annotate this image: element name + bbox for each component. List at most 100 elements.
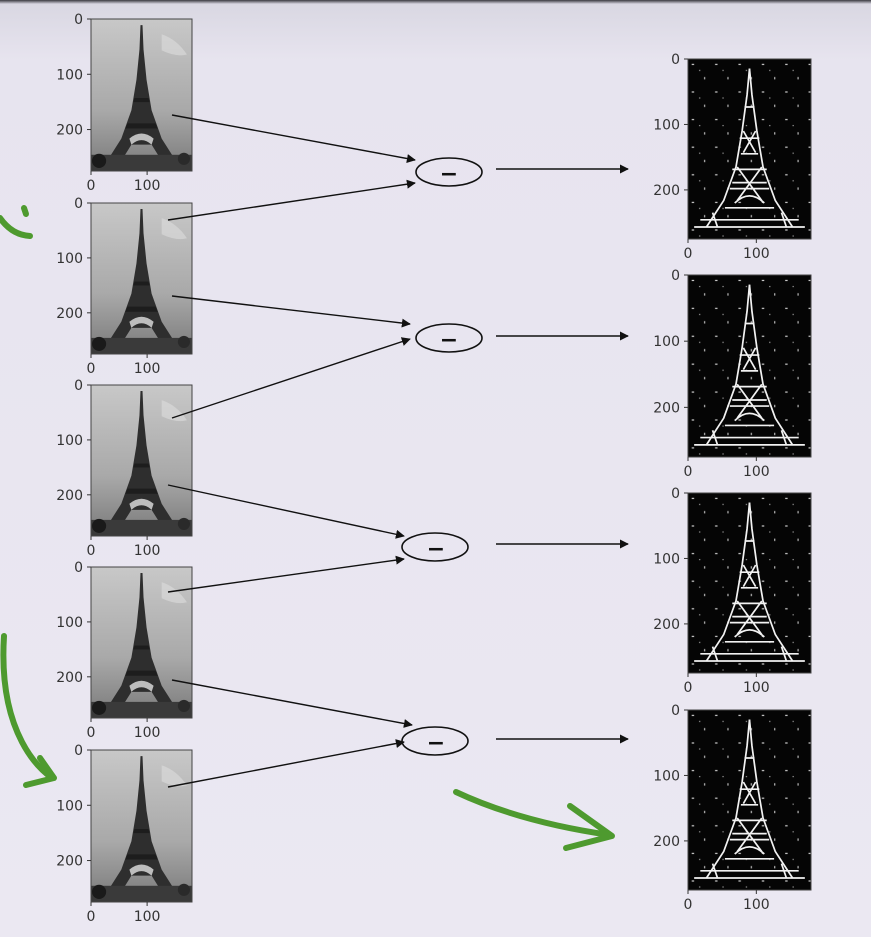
x-tick-label: 0 — [87, 909, 96, 925]
y-tick-label: 200 — [56, 488, 83, 504]
image-border — [687, 492, 812, 674]
difference-frame-4: 0 100 200 0 100 — [653, 703, 812, 913]
difference-frames-column: 0 100 200 0 100 0 100 200 0 100 0 100 200 0 100 0 100 200… — [653, 52, 812, 913]
arrow-frame4-to-op4 — [171, 679, 413, 728]
arrow-frame2-to-op1 — [167, 179, 416, 221]
y-tick-label: 0 — [671, 486, 680, 502]
image-border — [90, 566, 193, 719]
y-tick-label: 200 — [653, 400, 680, 416]
eiffel-tower-edge-map — [688, 493, 811, 673]
operator-symbol: − — [440, 328, 458, 353]
x-tick-label: 100 — [134, 361, 161, 377]
y-tick-label: 200 — [56, 306, 83, 322]
input-frame-3: 0 100 200 0 100 — [56, 378, 193, 559]
green-curved-arrow-bottom-head — [563, 803, 615, 851]
eiffel-tower-edge-map — [688, 275, 811, 457]
subtract-operator-3: − — [401, 532, 469, 562]
eiffel-tower-photo — [91, 750, 192, 902]
arrow-frame4-to-op3 — [167, 555, 405, 593]
x-tick-label: 0 — [684, 464, 693, 480]
input-frames-column: 0 100 200 0 100 0 100 200 0 100 0 100 200 0 100 0 100 200… — [56, 12, 193, 925]
y-tick-label: 100 — [56, 798, 83, 814]
operator-symbol: − — [427, 537, 445, 562]
eiffel-tower-edge-map — [688, 59, 811, 239]
y-tick-label: 100 — [56, 67, 83, 83]
input-frame-5: 0 100 200 0 100 — [56, 743, 193, 925]
x-tick-label: 0 — [684, 246, 693, 262]
x-tick-label: 100 — [134, 178, 161, 194]
input-frame-4: 0 100 200 0 100 — [56, 560, 193, 741]
y-tick-label: 200 — [56, 854, 83, 870]
image-border — [687, 709, 812, 891]
arrow-frame3-to-op3 — [167, 484, 405, 539]
subtract-operator-1: − — [415, 157, 483, 187]
y-tick-label: 200 — [653, 834, 680, 850]
y-tick-label: 100 — [653, 551, 680, 567]
green-dot-top-left — [21, 205, 29, 217]
difference-frame-2: 0 100 200 0 100 — [653, 268, 812, 480]
green-curved-arrow-bottom — [453, 789, 613, 838]
y-tick-label: 200 — [653, 183, 680, 199]
image-border — [687, 274, 812, 458]
x-tick-label: 100 — [134, 909, 161, 925]
image-border — [90, 749, 193, 903]
y-tick-label: 0 — [74, 378, 83, 394]
x-tick-label: 100 — [743, 897, 770, 913]
eiffel-tower-photo — [91, 19, 192, 171]
input-frame-2: 0 100 200 0 100 — [56, 196, 193, 377]
image-border — [687, 58, 812, 240]
difference-frame-1: 0 100 200 0 100 — [653, 52, 812, 262]
y-tick-label: 0 — [74, 560, 83, 576]
image-border — [90, 202, 193, 355]
operator-to-output-arrows — [496, 164, 629, 744]
x-tick-label: 100 — [134, 543, 161, 559]
x-tick-label: 100 — [134, 725, 161, 741]
arrow-frame2-to-op2 — [171, 295, 411, 328]
y-tick-label: 200 — [56, 123, 83, 139]
input-frame-1: 0 100 200 0 100 — [56, 12, 193, 194]
x-tick-label: 0 — [684, 680, 693, 696]
arrow-frame5-to-op4 — [167, 739, 405, 788]
y-tick-label: 0 — [671, 52, 680, 68]
y-tick-label: 100 — [653, 334, 680, 350]
y-tick-label: 100 — [56, 251, 83, 267]
x-tick-label: 0 — [87, 725, 96, 741]
eiffel-tower-edge-map — [688, 710, 811, 890]
difference-frame-3: 0 100 200 0 100 — [653, 486, 812, 696]
subtract-operator-4: − — [401, 726, 469, 756]
eiffel-tower-photo — [91, 203, 192, 354]
green-curved-arrow-left — [0, 633, 55, 781]
image-border — [90, 18, 193, 172]
subtraction-operators: − − − − — [401, 157, 483, 756]
green-curved-arrow-left-head — [23, 755, 57, 788]
arrow-frame3-to-op2 — [171, 337, 411, 419]
y-tick-label: 100 — [56, 615, 83, 631]
green-pen-annotations — [0, 205, 615, 851]
eiffel-tower-photo — [91, 567, 192, 718]
y-tick-label: 0 — [74, 196, 83, 212]
y-tick-label: 100 — [56, 433, 83, 449]
y-tick-label: 0 — [671, 703, 680, 719]
image-border — [90, 384, 193, 537]
x-tick-label: 100 — [743, 464, 770, 480]
green-stroke-top-left — [0, 215, 33, 239]
y-tick-label: 0 — [74, 743, 83, 759]
y-tick-label: 0 — [671, 268, 680, 284]
x-tick-label: 0 — [87, 543, 96, 559]
x-tick-label: 0 — [87, 361, 96, 377]
subtract-operator-2: − — [415, 323, 483, 353]
operator-symbol: − — [440, 162, 458, 187]
y-tick-label: 200 — [56, 670, 83, 686]
arrow-frame1-to-op1 — [171, 114, 416, 163]
y-tick-label: 200 — [653, 617, 680, 633]
eiffel-tower-photo — [91, 385, 192, 536]
frame-to-operator-arrows — [167, 114, 416, 788]
x-tick-label: 0 — [87, 178, 96, 194]
y-tick-label: 100 — [653, 768, 680, 784]
x-tick-label: 100 — [743, 680, 770, 696]
x-tick-label: 0 — [684, 897, 693, 913]
x-tick-label: 100 — [743, 246, 770, 262]
y-tick-label: 100 — [653, 117, 680, 133]
y-tick-label: 0 — [74, 12, 83, 28]
